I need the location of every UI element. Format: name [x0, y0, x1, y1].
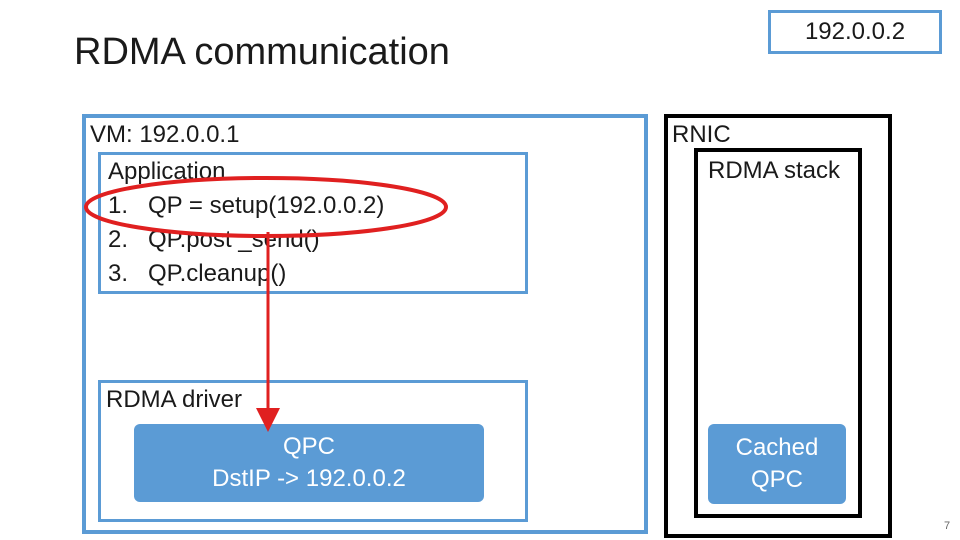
qpc-dstip: DstIP -> 192.0.0.2: [212, 465, 406, 492]
vm-container: [82, 114, 648, 534]
cached-qpc-line2: QPC: [750, 466, 803, 493]
remote-ip-box: 192.0.0.2: [768, 10, 942, 54]
slide-title: RDMA communication: [74, 31, 450, 73]
rnic-label: RNIC: [672, 121, 731, 148]
qpc-title: QPC: [282, 433, 335, 460]
step-number: 2.: [108, 226, 129, 253]
rdma-driver-box: [98, 380, 528, 522]
step-setup: 1. QP = setup(192.0.0.2): [108, 191, 384, 221]
setup-highlight-ellipse: [84, 176, 448, 238]
step-cleanup: 3. QP.cleanup(): [108, 259, 286, 289]
step-text: QP.cleanup(): [148, 260, 287, 287]
vm-label: VM: 192.0.0.1: [90, 121, 240, 148]
rdma-driver-label: RDMA driver: [106, 386, 243, 413]
step-number: 1.: [108, 192, 129, 219]
step-text: QP = setup(192.0.0.2): [148, 192, 385, 219]
cached-qpc-line1: Cached: [735, 434, 819, 461]
page-number: 7: [944, 520, 951, 532]
qpc-box: QPC DstIP -> 192.0.0.2: [134, 424, 484, 502]
step-number: 3.: [108, 260, 129, 287]
cached-qpc-box: Cached QPC: [708, 424, 846, 504]
rdma-stack-box: [694, 148, 862, 518]
rnic-box: [664, 114, 892, 538]
rdma-stack-label: RDMA stack: [708, 157, 841, 184]
step-post-send: 2.QP.post _send(): [108, 225, 320, 255]
remote-ip-label: 192.0.0.2: [804, 18, 906, 45]
application-box: [98, 152, 528, 294]
